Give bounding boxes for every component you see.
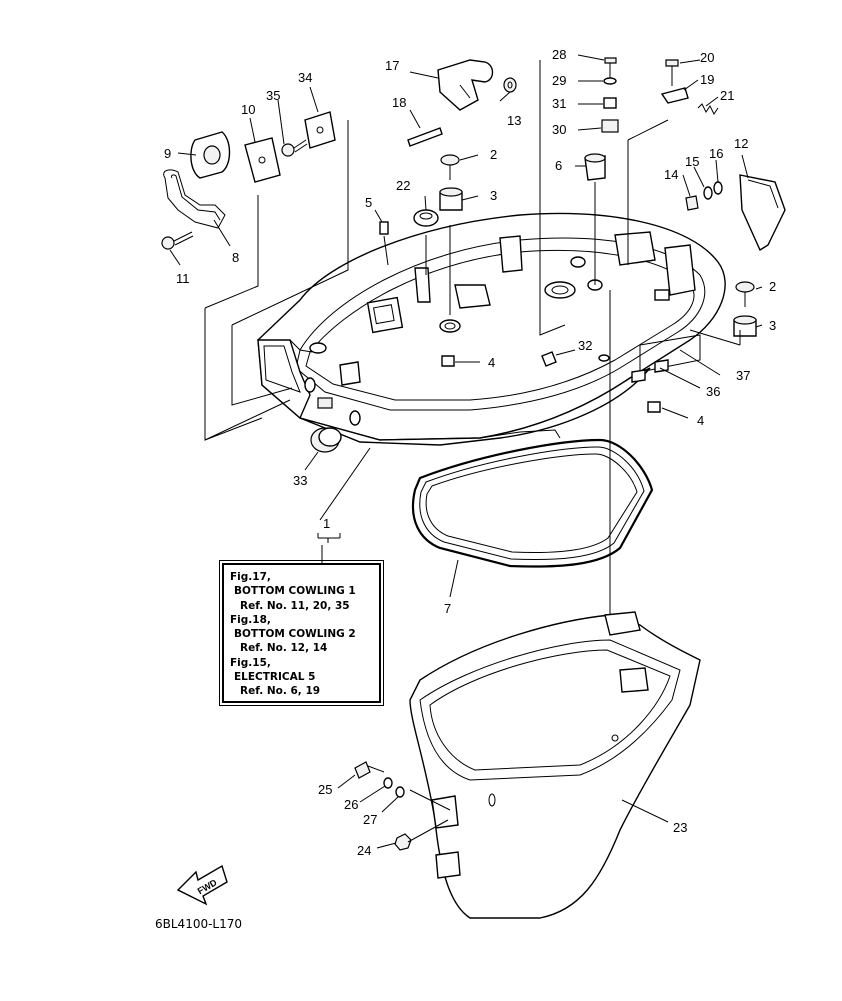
callout-23: 23 — [673, 820, 687, 835]
part-3-grommet-upper — [439, 187, 463, 211]
callout-10: 10 — [241, 102, 255, 117]
part-2-bolt-right — [735, 281, 755, 307]
callout-9: 9 — [164, 146, 171, 161]
part-33-plug — [310, 427, 342, 453]
callout-24: 24 — [357, 843, 371, 858]
drawing-code: 6BL4100-L170 — [155, 917, 243, 931]
callout-25: 25 — [318, 782, 332, 797]
part-20-bolt — [665, 59, 679, 86]
callout-3: 3 — [490, 188, 497, 203]
ref-line: Ref. No. 12, 14 — [240, 642, 328, 655]
part-15-washer — [703, 186, 713, 200]
connector-lines — [169, 54, 763, 849]
callout-21: 21 — [720, 88, 734, 103]
callout-4: 4 — [488, 355, 495, 370]
callout-8: 8 — [232, 250, 239, 265]
callout-33: 33 — [293, 473, 307, 488]
callout-11: 11 — [176, 271, 190, 286]
ref-line: Fig.15, — [230, 656, 271, 669]
part-11-bolt — [161, 231, 194, 250]
callout-28: 28 — [552, 47, 566, 62]
part-29-washer — [603, 77, 617, 85]
part-17-latch — [437, 59, 494, 111]
callout-22: 22 — [396, 178, 410, 193]
part-24-nut — [394, 833, 412, 851]
part-18-screw — [407, 127, 443, 147]
callout-18: 18 — [392, 95, 406, 110]
callout-36: 36 — [706, 384, 720, 399]
ref-line: BOTTOM COWLING 2 — [234, 628, 356, 641]
ref-line: ELECTRICAL 5 — [234, 671, 316, 684]
callout-17: 17 — [385, 58, 399, 73]
part-8-wire-clip — [163, 169, 226, 229]
callout-32: 32 — [578, 338, 592, 353]
callout-19: 19 — [700, 72, 714, 87]
part-30-grommet — [601, 119, 619, 133]
part-28-bolt — [604, 57, 617, 78]
callout-13: 13 — [507, 113, 521, 128]
part-3-grommet-right — [733, 315, 757, 337]
part-35-bolt — [281, 139, 308, 157]
callout-7: 7 — [444, 601, 451, 616]
part-2-bolt-upper — [440, 154, 460, 180]
callout-14: 14 — [664, 167, 678, 182]
fwd-arrow-icon: FWD — [176, 864, 228, 906]
part-12-lever — [739, 174, 786, 252]
part-26-washer — [383, 777, 393, 789]
callout-12: 12 — [734, 136, 748, 151]
part-19-plate — [660, 87, 689, 104]
figure-reference-box: Fig.17, BOTTOM COWLING 1 Ref. No. 11, 20… — [219, 560, 384, 706]
lower-cover-23 — [409, 611, 701, 919]
ref-line: Ref. No. 6, 19 — [240, 685, 321, 698]
callout-2: 2 — [769, 279, 776, 294]
part-25-bolt — [354, 761, 385, 779]
gasket-seal-7 — [411, 438, 654, 568]
part-16-washer — [713, 181, 723, 195]
callout-5: 5 — [365, 195, 372, 210]
callout-26: 26 — [344, 797, 358, 812]
ref-line: Fig.17, — [230, 571, 271, 583]
part-6-grommet — [584, 153, 606, 181]
part-21-spring — [697, 103, 719, 115]
callout-34: 34 — [298, 70, 312, 85]
part-13-washer — [503, 77, 517, 93]
callout-4: 4 — [697, 413, 704, 428]
ref-line: Fig.18, — [230, 613, 271, 626]
callout-labels: 1 2 2 3 3 4 4 5 6 7 8 9 10 11 12 13 14 1… — [164, 47, 776, 858]
ref-line: BOTTOM COWLING 1 — [234, 585, 356, 598]
callout-16: 16 — [709, 146, 723, 161]
part-14-bolt — [685, 195, 699, 211]
callout-15: 15 — [685, 154, 699, 169]
part-34-bracket — [304, 111, 336, 149]
part-4-grommet-lower — [647, 401, 661, 413]
ref-line: Ref. No. 11, 20, 35 — [240, 599, 350, 612]
callout-6: 6 — [555, 158, 562, 173]
callout-3: 3 — [769, 318, 776, 333]
callout-1: 1 — [323, 516, 330, 531]
callout-27: 27 — [363, 812, 377, 827]
callout-29: 29 — [552, 73, 566, 88]
callout-37: 37 — [736, 368, 750, 383]
part-31-collar — [603, 97, 617, 109]
callout-20: 20 — [700, 50, 714, 65]
part-4-grommet-inner — [441, 355, 455, 367]
bottom-cowling-tray — [257, 212, 726, 446]
part-5-clip — [379, 221, 389, 235]
part-22-grommet — [413, 209, 439, 227]
part-32-screw — [541, 351, 557, 367]
part-10-bracket — [244, 137, 281, 183]
callout-2: 2 — [490, 147, 497, 162]
part-9-grommet-block — [190, 131, 231, 179]
part-27-washer — [395, 786, 405, 798]
callout-30: 30 — [552, 122, 566, 137]
callout-35: 35 — [266, 88, 280, 103]
callout-31: 31 — [552, 96, 566, 111]
